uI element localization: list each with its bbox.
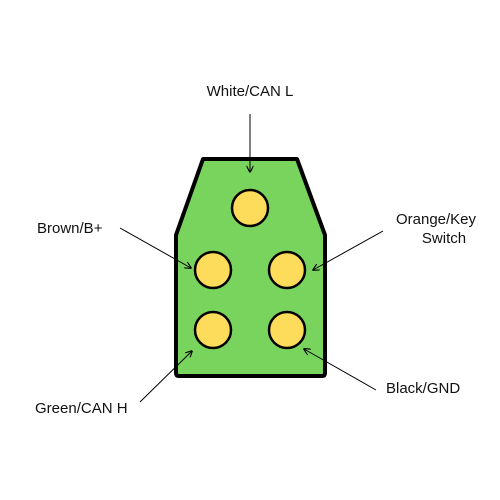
pin-brown-b-plus (193, 250, 233, 290)
label-green-can-h: Green/CAN H (35, 400, 128, 417)
pin-orange-key-switch (267, 250, 307, 290)
label-black-gnd: Black/GND (386, 380, 461, 397)
label-orange-key-line1: Orange/Key (395, 211, 477, 228)
pin-green-can-h (193, 310, 233, 350)
pin-black-gnd (267, 310, 307, 350)
leader-green-can-h (139, 351, 192, 403)
pin-white-can-l (230, 188, 270, 228)
leader-black-gnd (304, 349, 377, 391)
leader-orange-key-switch (313, 230, 384, 270)
label-orange-key-switch: Orange/Key Switch (384, 210, 488, 248)
leader-brown-b-plus (119, 227, 191, 268)
label-white-can-l: White/CAN L (206, 83, 294, 100)
label-brown-b-plus: Brown/B+ (37, 220, 103, 237)
label-orange-key-line2: Switch (421, 230, 467, 247)
